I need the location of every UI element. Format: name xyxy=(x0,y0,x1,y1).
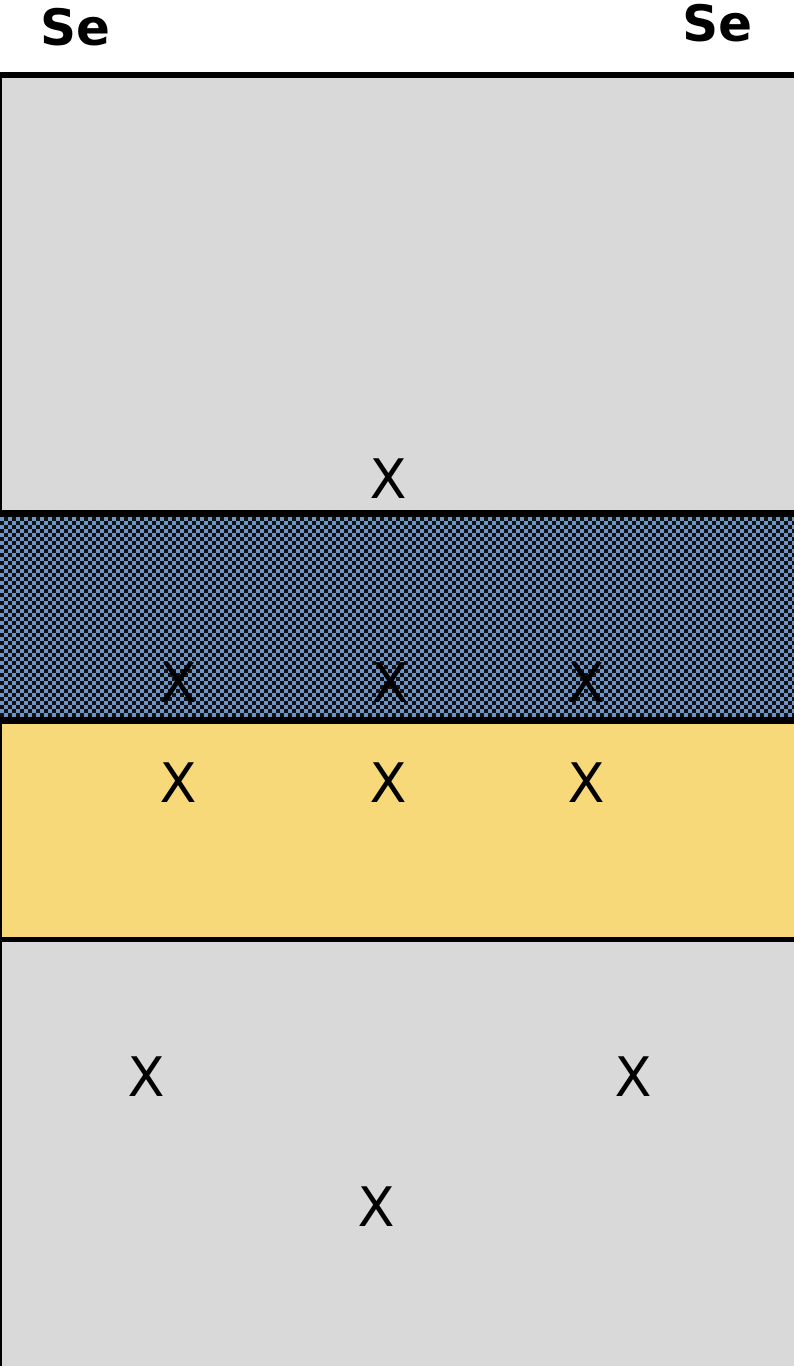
marker-top-center: X xyxy=(369,448,407,511)
marker-bottom-right: X xyxy=(614,1046,652,1109)
top-left-label: Se xyxy=(40,0,110,57)
marker-bottom-center: X xyxy=(357,1176,395,1239)
marker-blue-left: X xyxy=(159,652,197,715)
marker-yellow-right: X xyxy=(567,752,605,815)
blue-patterned-band xyxy=(0,510,794,724)
marker-blue-right: X xyxy=(567,652,605,715)
marker-yellow-center: X xyxy=(369,752,407,815)
top-right-label: Se xyxy=(682,0,752,53)
marker-bottom-left: X xyxy=(127,1046,165,1109)
marker-yellow-left: X xyxy=(159,752,197,815)
yellow-band xyxy=(0,724,794,942)
marker-blue-center: X xyxy=(371,652,409,715)
top-gray-band xyxy=(0,72,794,512)
bottom-gray-band xyxy=(0,942,794,1366)
